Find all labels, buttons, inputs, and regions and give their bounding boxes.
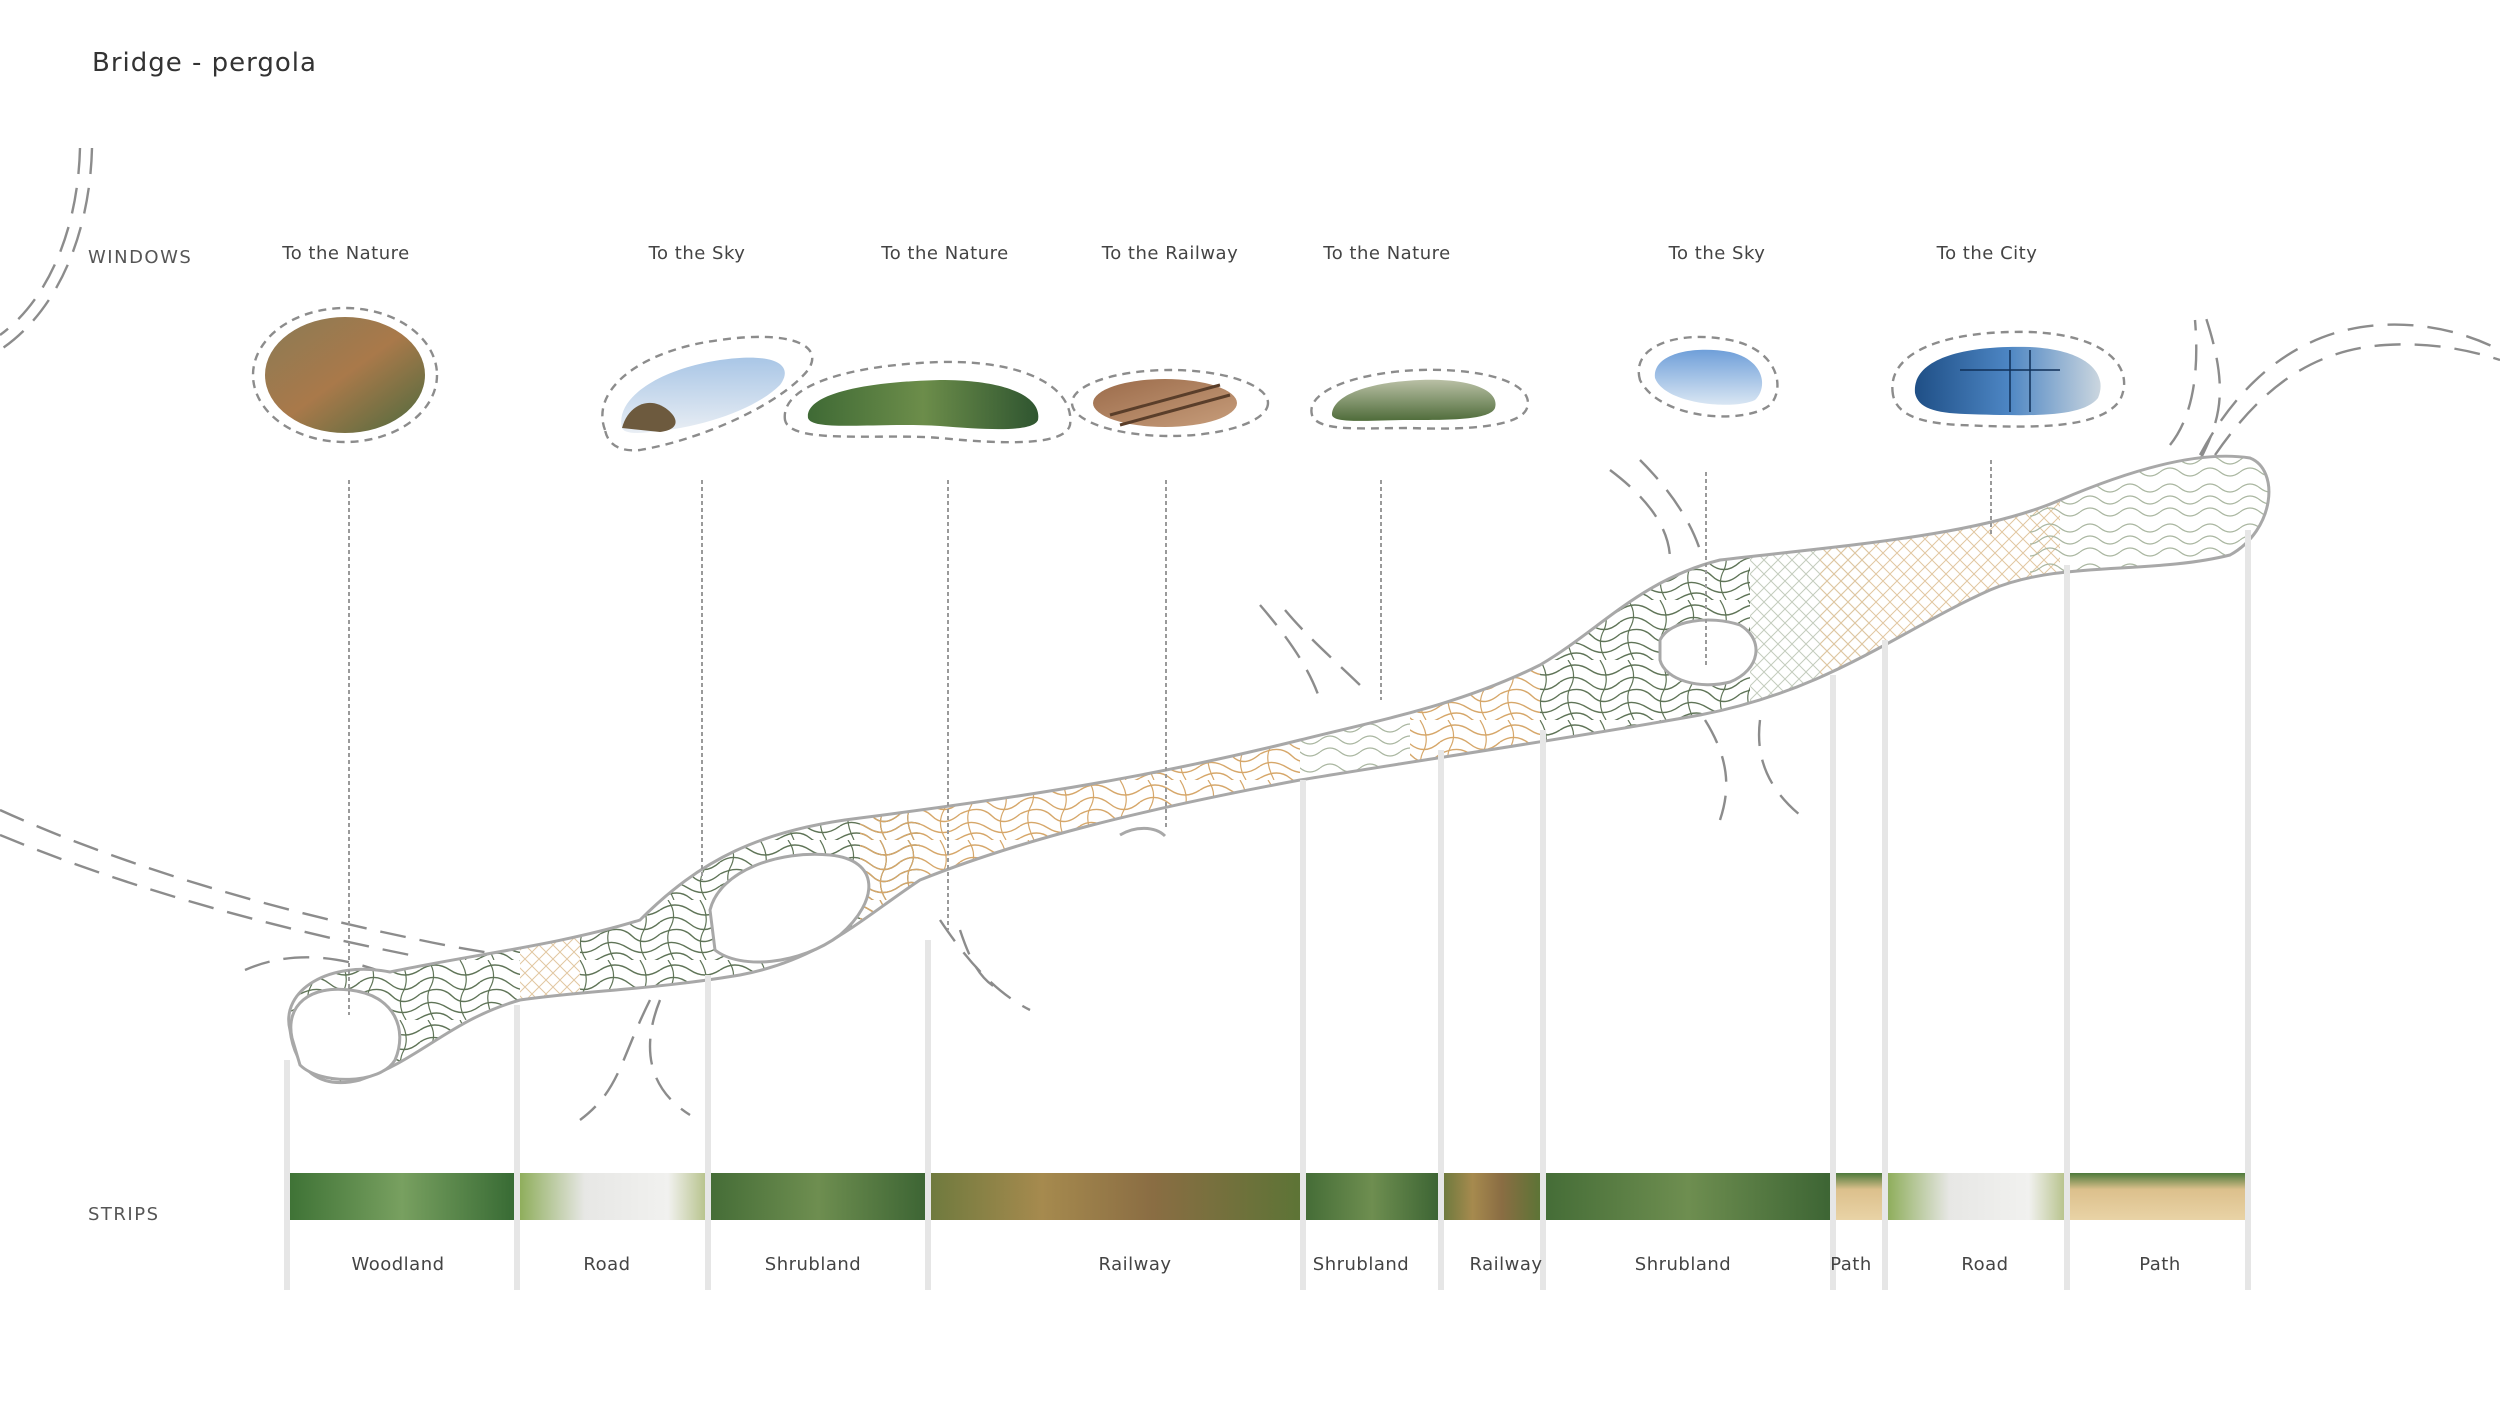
windows-section-label: WINDOWS — [88, 247, 193, 268]
window-label-nature-2: To the Nature — [881, 243, 1009, 264]
pillars — [284, 530, 2251, 1290]
bridge-body — [287, 454, 2271, 1085]
strip-photo-shrubland-2 — [1306, 1173, 1438, 1220]
window-label-city: To the City — [1936, 243, 2038, 264]
strip-label-shrubland-2: Shrubland — [1312, 1254, 1410, 1275]
window-photo-sky-2 — [1637, 335, 1779, 418]
strip-photo-path-1 — [1836, 1173, 1882, 1220]
window-label-nature-1: To the Nature — [282, 243, 410, 264]
strip-photo-road-2 — [1888, 1173, 2064, 1220]
strip-label-railway-2: Railway — [1469, 1254, 1543, 1275]
strip-photo-woodland — [290, 1173, 514, 1220]
strip-label-shrubland-1: Shrubland — [764, 1254, 862, 1275]
window-label-sky-2: To the Sky — [1668, 243, 1766, 264]
strip-label-road-2: Road — [1961, 1254, 2009, 1275]
window-photo-nature-1 — [251, 306, 439, 444]
strip-label-path-2: Path — [2139, 1254, 2181, 1275]
strips-section-label: STRIPS — [88, 1204, 160, 1225]
strip-photo-path-2 — [2070, 1173, 2245, 1220]
strips-row — [290, 1173, 2245, 1220]
strip-label-road-1: Road — [583, 1254, 631, 1275]
strip-label-woodland: Woodland — [351, 1254, 445, 1275]
window-label-railway: To the Railway — [1101, 243, 1239, 264]
page-title: Bridge - pergola — [92, 48, 317, 78]
window-label-sky-1: To the Sky — [648, 243, 746, 264]
window-photo-sky-1 — [601, 335, 814, 452]
strip-label-path-1: Path — [1830, 1254, 1872, 1275]
strip-photo-railway-2 — [1444, 1173, 1540, 1220]
window-photo-railway — [1070, 368, 1270, 438]
strip-label-shrubland-3: Shrubland — [1634, 1254, 1732, 1275]
window-photo-nature-3 — [1310, 368, 1530, 430]
windows-row — [251, 306, 2126, 452]
window-photo-nature-2 — [783, 360, 1072, 444]
strip-photo-shrubland-3 — [1546, 1173, 1830, 1220]
strip-photo-shrubland-1 — [711, 1173, 925, 1220]
window-label-nature-3: To the Nature — [1323, 243, 1451, 264]
strip-photo-railway-1 — [931, 1173, 1300, 1220]
window-photo-city — [1891, 330, 2126, 428]
strip-photo-road-1 — [520, 1173, 705, 1220]
window-leader-lines — [348, 460, 1992, 1015]
strip-label-railway-1: Railway — [1098, 1254, 1172, 1275]
